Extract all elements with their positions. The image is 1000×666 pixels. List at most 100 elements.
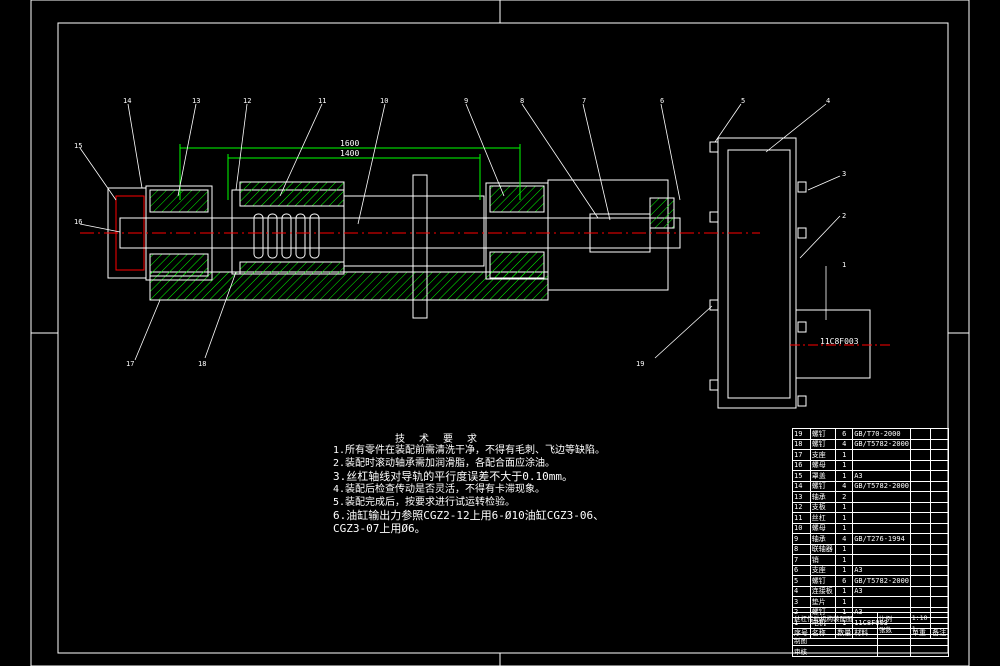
note-item: 1.所有零件在装配前需清洗干净，不得有毛刺、飞边等缺陷。 [333,445,606,456]
part-label-18: 18 [198,360,206,368]
part-label-19: 19 [636,360,644,368]
bom-cell: 销 [809,554,837,566]
bom-cell: 1 [835,543,854,555]
bom-cell: 5 [792,575,811,587]
bom-cell: 4 [835,480,854,492]
bom-cell [852,449,912,461]
note-item: CGZ3-07上用Ø6。 [333,522,426,535]
bom-cell: 3 [792,596,811,608]
bom-cell: 19 [792,428,811,440]
part-label-9: 9 [464,97,468,105]
left-bearing-hatch-top [149,189,209,213]
bom-cell [930,449,949,461]
part-label-8: 8 [520,97,524,105]
bom-cell: 6 [792,564,811,576]
bom-cell [930,564,949,576]
bom-cell [930,512,949,524]
bom-cell: 6 [835,575,854,587]
coupling-hatch [649,197,675,229]
part-label-group: 1 2 3 4 5 6 7 8 9 10 11 12 13 14 15 16 1… [74,97,846,368]
bom-cell: 1 [835,512,854,524]
bom-cell: 1 [835,522,854,534]
bom-cell: 螺母 [809,522,837,534]
part-label-1: 1 [842,261,846,269]
part-label-12: 12 [243,97,251,105]
bom-cell: 15 [792,470,811,482]
bom-cell [910,554,932,566]
bom-cell [852,543,912,555]
bom-cell [910,501,932,513]
bom-cell [910,533,932,545]
note-item: 3.丝杠轴线对导轨的平行度误差不大于0.10mm。 [333,470,573,483]
bom-cell: 1 [835,449,854,461]
bom-cell [930,470,949,482]
bom-cell [852,596,912,608]
bom-cell: 垫片 [809,596,837,608]
motor-label: 11C8F003 [820,337,859,346]
bom-cell: 18 [792,438,811,450]
title-empty [909,645,950,657]
support-frame [547,179,669,291]
bom-cell: 螺钉 [809,575,837,587]
bom-cell [910,470,932,482]
dim-text-inner: 1400 [340,149,359,158]
dimension-1600 [179,144,521,200]
bom-cell [852,522,912,534]
bom-cell: GB/T70-2000 [852,428,912,440]
bom-cell [852,512,912,524]
bom-cell: 6 [835,428,854,440]
bom-cell [910,491,932,503]
bom-cell: 连接板 [809,585,837,597]
note-item: 4.装配后检查传动是否灵活，不得有卡滞现象。 [333,484,546,495]
bom-cell: 2 [835,491,854,503]
bom-cell [930,501,949,513]
note-item: 2.装配时滚动轴承需加润滑脂，各配合面应涂油。 [333,458,556,469]
bom-cell: 1 [835,470,854,482]
bom-cell [930,491,949,503]
technical-notes: 1.所有零件在装配前需清洗干净，不得有毛刺、飞边等缺陷。 2.装配时滚动轴承需加… [333,444,693,535]
sleeve [343,195,485,267]
bom-cell [910,522,932,534]
bom-cell [930,596,949,608]
bom-cell: GB/T5782-2000 [852,480,912,492]
bom-cell: 螺钉 [809,428,837,440]
bom-cell [910,438,932,450]
bom-cell [852,491,912,503]
part-label-13: 13 [192,97,200,105]
bom-cell: 8 [792,543,811,555]
bom-cell: GB/T5782-2000 [852,575,912,587]
dim-text-outer: 1600 [340,139,359,148]
center-plate [412,174,428,319]
sheet-value: 1 [909,623,950,635]
bom-cell: 1 [835,501,854,513]
note-item: 5.装配完成后，按要求进行试运转检验。 [333,497,516,508]
bom-cell [930,480,949,492]
bom-cell: 13 [792,491,811,503]
bom-cell: 联轴器 [809,543,837,555]
part-label-17: 17 [126,360,134,368]
nut-hatch-bot [239,261,345,275]
part-label-5: 5 [741,97,745,105]
right-bearing-hatch-top [489,185,545,213]
bom-cell: 螺钉 [809,480,837,492]
bom-cell: A3 [852,585,912,597]
bom-cell [930,522,949,534]
bom-cell: 1 [835,585,854,597]
bom-cell: 支座 [809,564,837,576]
bom-cell: A3 [852,470,912,482]
bom-cell: 罩盖 [809,470,837,482]
bom-cell: 轴承 [809,491,837,503]
bom-cell: A3 [852,564,912,576]
